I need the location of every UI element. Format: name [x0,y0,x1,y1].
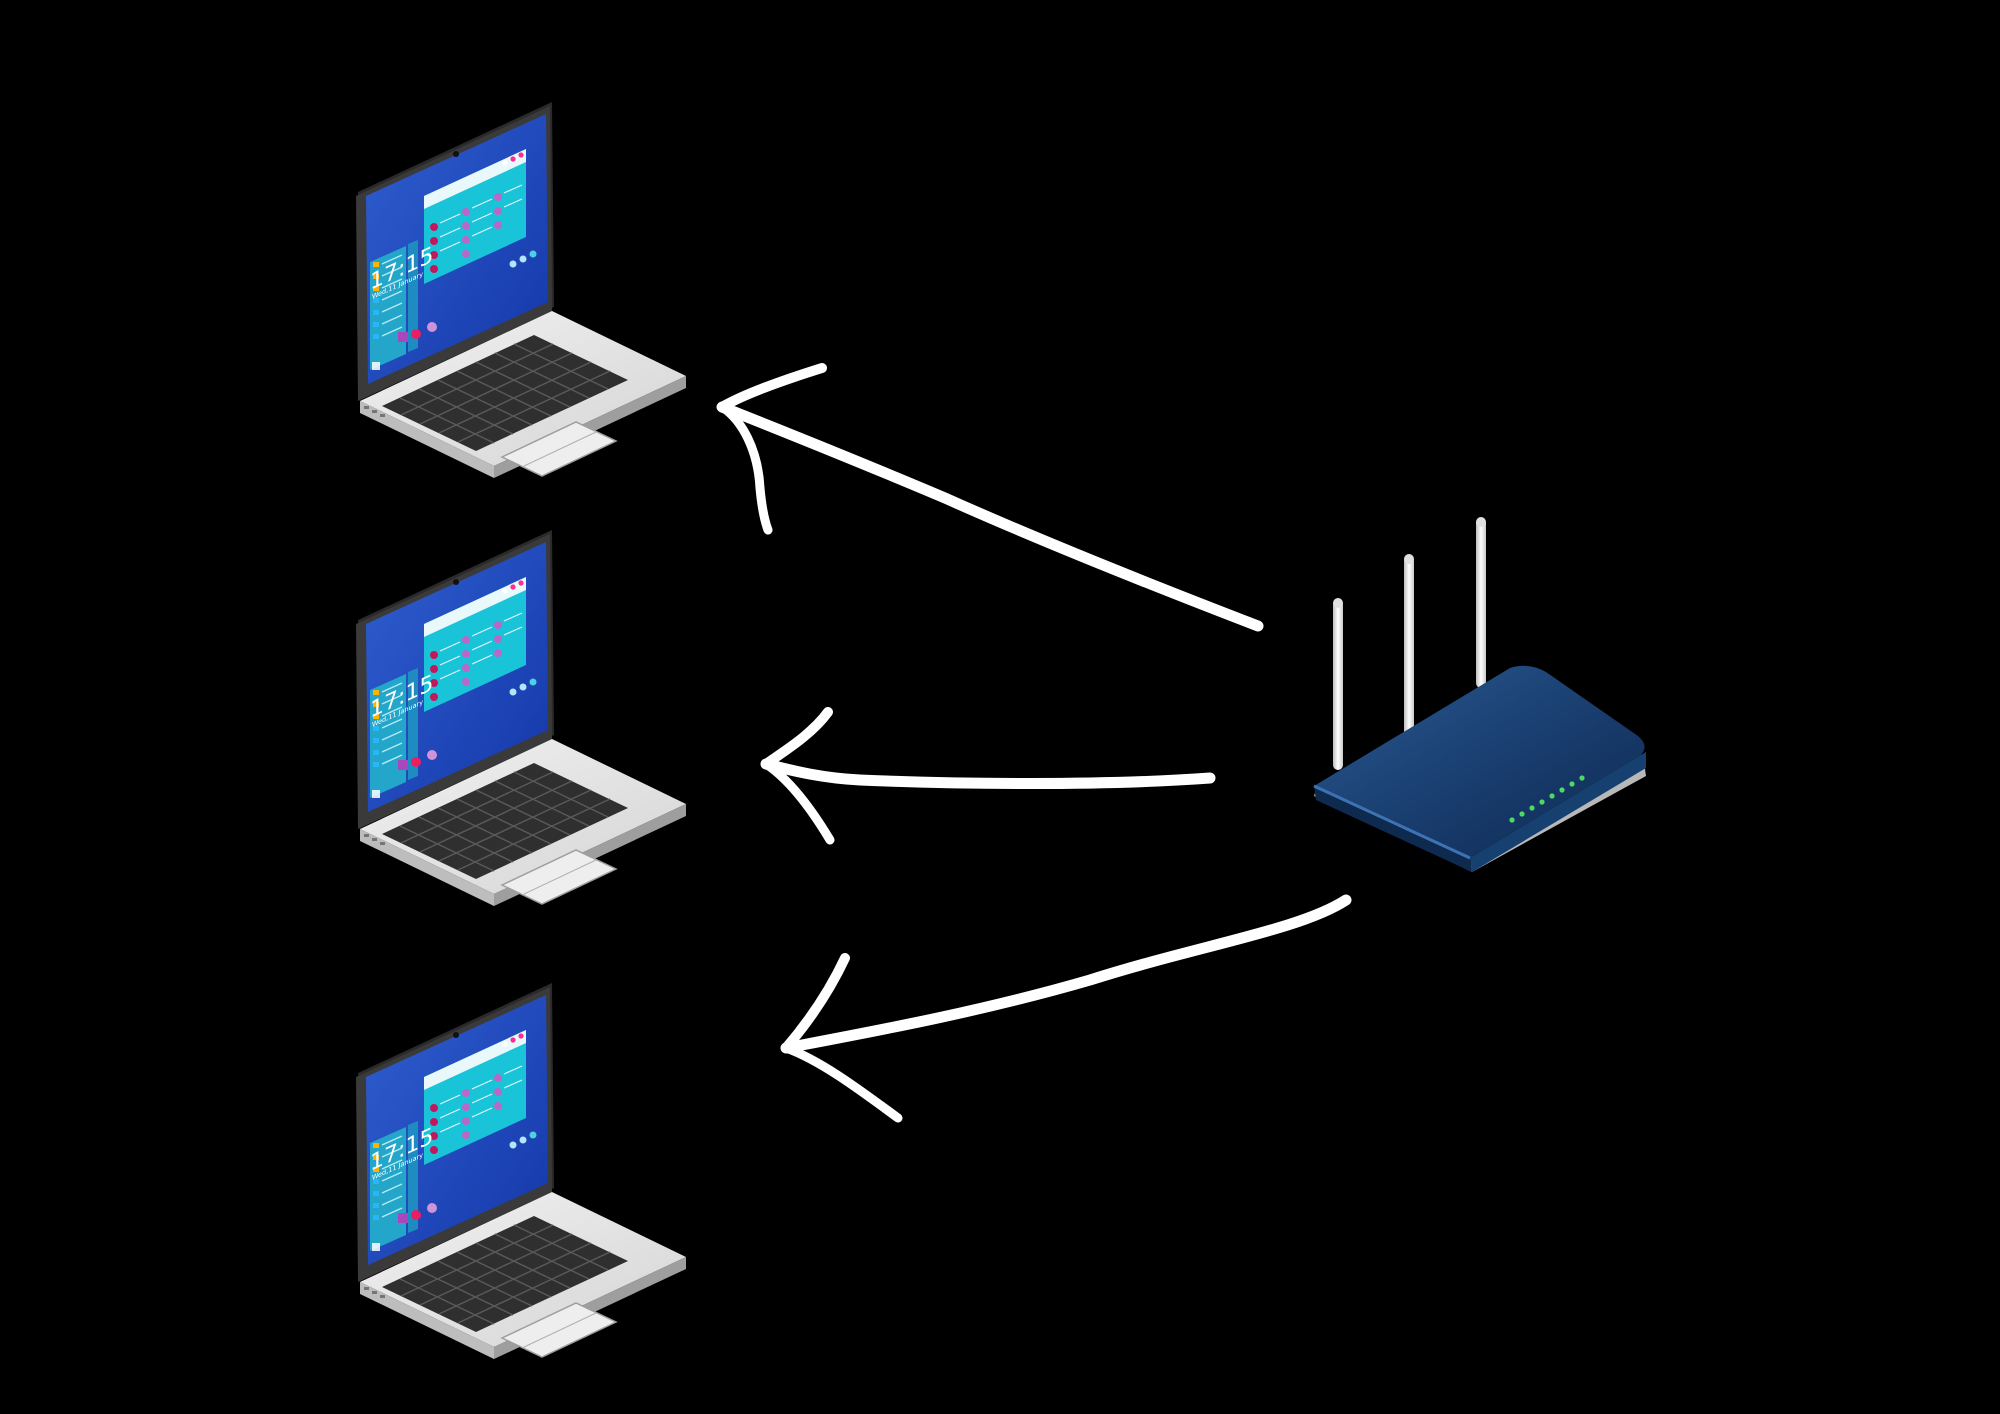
router-antennas [1333,517,1486,770]
wifi-router [1313,517,1646,872]
arrow-router-to-laptop-1 [716,363,1264,632]
laptop-1: 17:15 Wed,11 January [355,101,687,479]
arrow-router-to-laptop-2 [760,707,1216,845]
laptop-3: 17:15 Wed,11 January [355,982,687,1360]
laptop-2: 17:15 Wed,11 January [355,529,687,907]
arrow-router-to-laptop-3 [780,894,1352,1123]
router-status-leds [1509,775,1585,823]
